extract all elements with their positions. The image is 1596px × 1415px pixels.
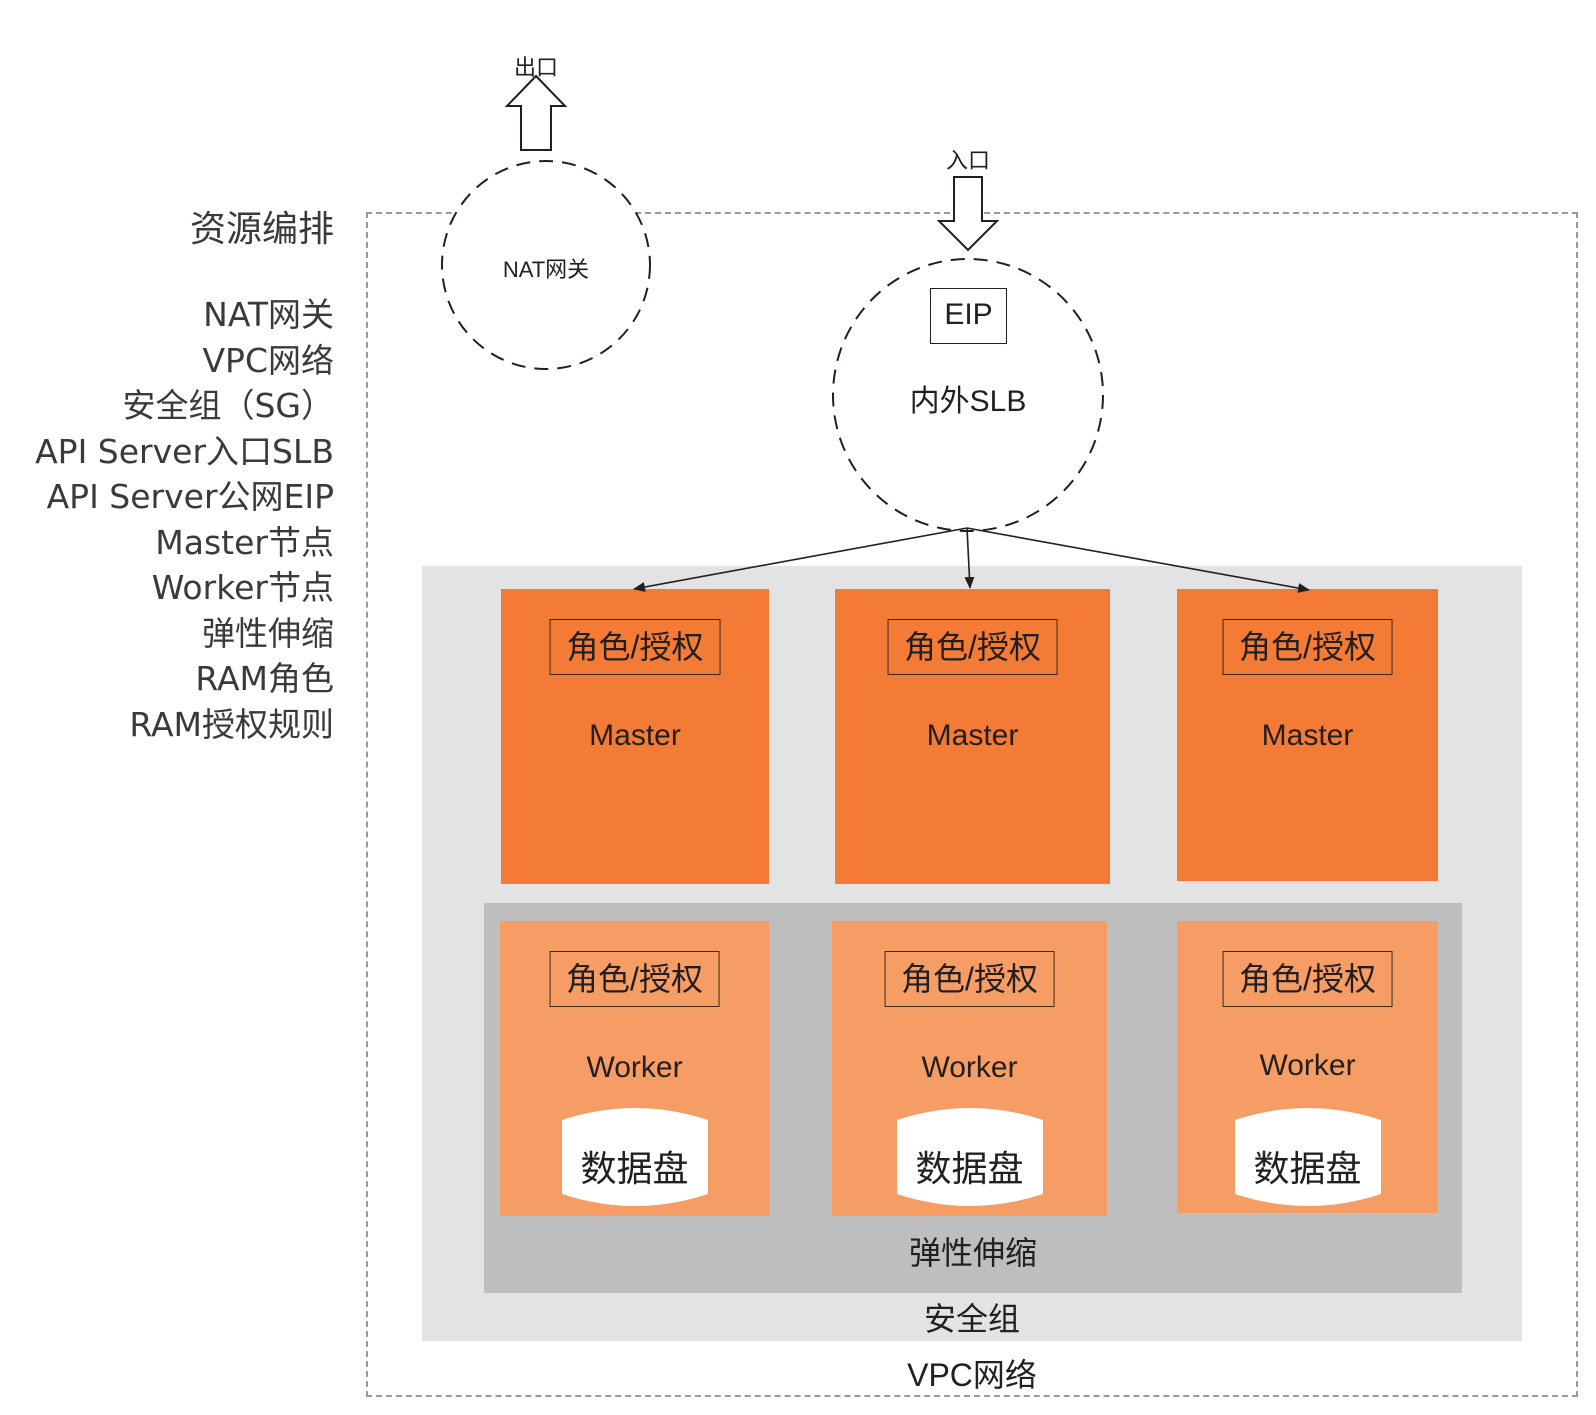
data-disk-icon: 数据盘 — [561, 1102, 708, 1210]
worker-label: Worker — [586, 1051, 683, 1084]
ingress-arrow-icon — [936, 176, 1000, 252]
legend-item: Worker节点 — [151, 568, 334, 607]
legend-item: NAT网关 — [203, 295, 334, 334]
egress-label: 出口 — [513, 55, 558, 80]
slb-to-master-1-arrow — [633, 527, 968, 592]
legend-item: API Server入口SLB — [35, 431, 334, 471]
worker-label: Worker — [1259, 1049, 1356, 1082]
egress-arrow-icon — [504, 74, 568, 151]
master-label: Master — [589, 719, 681, 752]
data-disk-label: 数据盘 — [915, 1148, 1024, 1189]
worker-label: Worker — [921, 1051, 1018, 1084]
slb-circle — [832, 258, 1104, 532]
legend-title: 资源编排 — [189, 209, 334, 250]
worker-node: 角色/授权 Worker 数据盘 — [500, 921, 769, 1216]
legend-item: Master节点 — [155, 522, 334, 562]
legend-item: RAM授权规则 — [129, 704, 334, 744]
worker-node: 角色/授权 Worker 数据盘 — [832, 921, 1107, 1216]
autoscaling-label: 弹性伸缩 — [908, 1235, 1037, 1271]
legend-list: NAT网关 VPC网络 安全组（SG） API Server入口SLB API … — [35, 292, 334, 747]
master-node: 角色/授权 Master — [501, 589, 769, 884]
legend-item: API Server公网EIP — [46, 477, 334, 516]
role-auth-box: 角色/授权 — [1222, 951, 1393, 1007]
master-node: 角色/授权 Master — [835, 589, 1110, 884]
data-disk-label: 数据盘 — [1253, 1148, 1362, 1189]
slb-to-master-2-arrow — [964, 527, 975, 589]
legend-item: 安全组（SG） — [122, 386, 334, 425]
security-group-label: 安全组 — [923, 1301, 1020, 1337]
legend-item: 弹性伸缩 — [202, 613, 334, 653]
ingress-label: 入口 — [945, 148, 990, 173]
nat-gateway-label: NAT网关 — [502, 257, 590, 282]
role-auth-box: 角色/授权 — [884, 951, 1055, 1007]
data-disk-label: 数据盘 — [580, 1148, 689, 1189]
role-auth-box: 角色/授权 — [887, 619, 1058, 675]
worker-node: 角色/授权 Worker 数据盘 — [1177, 921, 1438, 1213]
nat-gateway-circle — [441, 160, 651, 370]
master-label: Master — [926, 719, 1019, 752]
slb-to-master-3-arrow — [966, 527, 1310, 593]
vpc-label: VPC网络 — [907, 1357, 1037, 1393]
data-disk-icon: 数据盘 — [1234, 1102, 1381, 1210]
eip-box: EIP — [930, 288, 1007, 344]
role-auth-box: 角色/授权 — [549, 951, 720, 1007]
data-disk-icon: 数据盘 — [896, 1102, 1043, 1210]
legend-item: RAM角色 — [195, 659, 334, 698]
legend-item: VPC网络 — [202, 340, 334, 380]
role-auth-box: 角色/授权 — [1222, 619, 1393, 675]
role-auth-box: 角色/授权 — [549, 619, 721, 675]
master-node: 角色/授权 Master — [1177, 589, 1438, 881]
slb-label: 内外SLB — [909, 385, 1027, 418]
master-label: Master — [1261, 719, 1354, 752]
